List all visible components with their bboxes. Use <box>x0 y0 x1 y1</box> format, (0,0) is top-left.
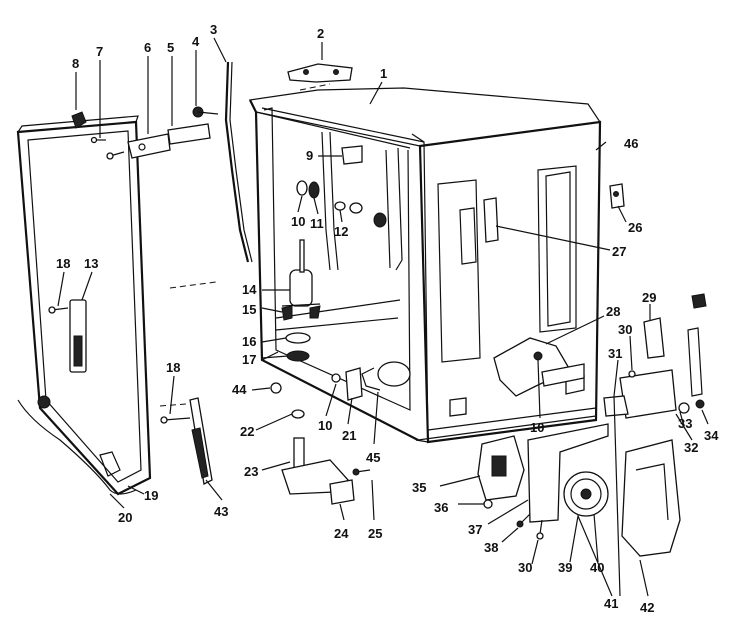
bracket-5 <box>167 123 211 145</box>
screw-38-30 <box>516 513 544 540</box>
label-25: 25 <box>368 526 382 541</box>
label-16: 16 <box>242 334 256 349</box>
screw-18-lower <box>160 416 191 424</box>
label-44: 44 <box>232 382 247 397</box>
label-36: 36 <box>434 500 448 515</box>
label-31: 31 <box>608 346 622 361</box>
label-37: 37 <box>468 522 482 537</box>
door-frame <box>16 115 152 496</box>
bracket-27 <box>483 197 499 243</box>
screw-30-top <box>628 370 636 378</box>
screw-36 <box>483 499 493 509</box>
label-11: 11 <box>310 216 324 231</box>
arm-43 <box>189 397 213 485</box>
label-5: 5 <box>167 40 174 55</box>
label-32: 32 <box>684 440 698 455</box>
label-26: 26 <box>628 220 642 235</box>
part-26 <box>609 183 625 209</box>
door-latch-13 <box>69 299 87 373</box>
label-24: 24 <box>334 526 349 541</box>
label-2: 2 <box>317 26 324 41</box>
label-42: 42 <box>640 600 654 615</box>
label-39: 39 <box>558 560 572 575</box>
bracket-2 <box>287 63 353 91</box>
screw-7 <box>90 136 125 160</box>
label-28: 28 <box>606 304 620 319</box>
switch-29 <box>643 317 665 359</box>
washer-44 <box>270 382 282 394</box>
label-17: 17 <box>242 352 256 367</box>
bracket-24 <box>329 479 355 505</box>
arm-9 <box>341 145 363 165</box>
label-29: 29 <box>642 290 656 305</box>
nut-10-lower <box>331 373 341 383</box>
rod-3 <box>224 61 253 263</box>
label-18-b: 18 <box>166 360 180 375</box>
label-15: 15 <box>242 302 256 317</box>
lever-28 <box>493 337 585 397</box>
pump-14 <box>281 239 321 307</box>
clamp-15 <box>281 305 321 321</box>
rod-right <box>687 293 707 397</box>
label-30-b: 30 <box>518 560 532 575</box>
panel-37 <box>527 423 609 523</box>
label-6: 6 <box>144 40 151 55</box>
label-46: 46 <box>624 136 638 151</box>
label-1: 1 <box>380 66 387 81</box>
label-23: 23 <box>244 464 258 479</box>
screw-33-34 <box>678 399 705 414</box>
label-35: 35 <box>412 480 426 495</box>
tube-front <box>321 131 339 271</box>
label-7: 7 <box>96 44 103 59</box>
screw-25 <box>352 468 371 476</box>
label-43: 43 <box>214 504 228 519</box>
label-10-b: 10 <box>318 418 332 433</box>
label-34: 34 <box>704 428 719 443</box>
label-14: 14 <box>242 282 257 297</box>
label-27: 27 <box>612 244 626 259</box>
element-45 <box>361 361 411 391</box>
label-19: 19 <box>144 488 158 503</box>
label-12: 12 <box>334 224 348 239</box>
leader-lines <box>57 37 709 597</box>
switch-32 <box>603 369 677 419</box>
label-9: 9 <box>306 148 313 163</box>
label-4: 4 <box>192 34 200 49</box>
tub-cabinet <box>249 87 602 444</box>
label-8: 8 <box>72 56 79 71</box>
label-38: 38 <box>484 540 498 555</box>
nozzle-10-11-12 <box>296 180 387 228</box>
label-33: 33 <box>678 416 692 431</box>
label-40: 40 <box>590 560 604 575</box>
fan-39-40 <box>563 471 609 517</box>
label-18-a: 18 <box>56 256 70 271</box>
washer-22 <box>291 409 305 419</box>
motor-35 <box>477 435 525 501</box>
bracket-21 <box>345 367 363 401</box>
label-41: 41 <box>604 596 618 611</box>
nut-8 <box>71 111 87 129</box>
screw-18-door <box>48 306 69 314</box>
label-21: 21 <box>342 428 356 443</box>
screw-4 <box>192 106 219 118</box>
label-13: 13 <box>84 256 98 271</box>
gasket-16-17 <box>285 332 311 362</box>
label-30-a: 30 <box>618 322 632 337</box>
label-10-c: 10 <box>530 420 544 435</box>
bracket-6 <box>127 133 171 159</box>
part-number-labels: 1 2 3 4 5 6 7 8 9 10 10 10 11 12 13 14 1… <box>56 22 719 615</box>
label-10-a: 10 <box>291 214 305 229</box>
label-22: 22 <box>240 424 254 439</box>
label-20: 20 <box>118 510 132 525</box>
label-45: 45 <box>366 450 380 465</box>
cover-42 <box>621 439 681 557</box>
label-3: 3 <box>210 22 217 37</box>
